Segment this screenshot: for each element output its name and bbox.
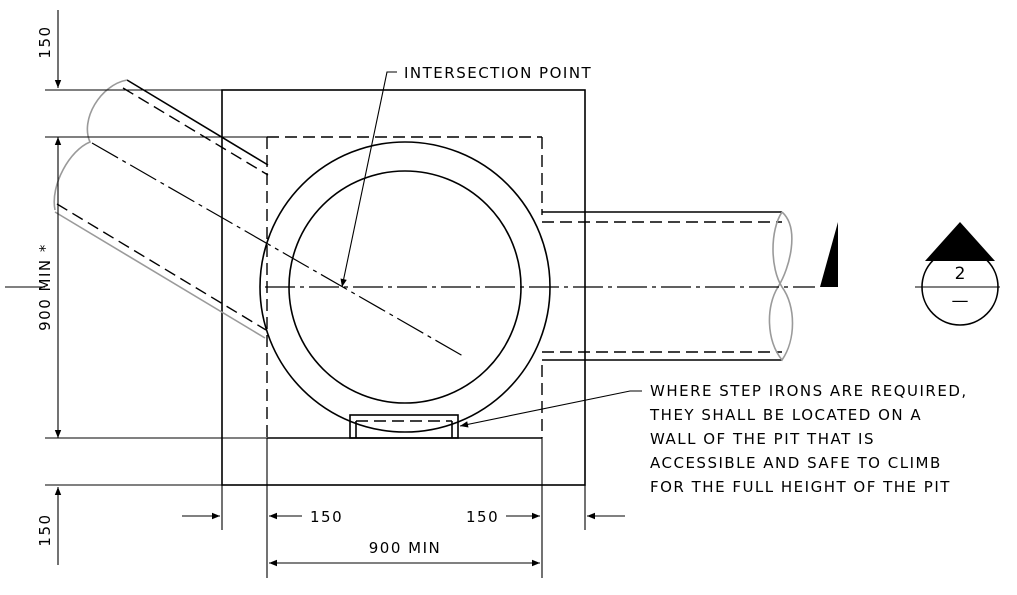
note-line-1: WHERE STEP IRONS ARE REQUIRED, [650, 382, 968, 400]
intersection-point-label: INTERSECTION POINT [404, 64, 592, 82]
left-dimension-lines [45, 10, 267, 565]
note-line-2: THEY SHALL BE LOCATED ON A [649, 406, 922, 424]
step-iron-note: WHERE STEP IRONS ARE REQUIRED, THEY SHAL… [649, 382, 968, 496]
inlet-pipe [53, 79, 464, 357]
section-number: 2 [955, 264, 966, 284]
section-cut-arrow [820, 222, 838, 287]
section-marker-arrowhead [925, 222, 995, 261]
section-sheet: — [952, 291, 969, 311]
dim-bottom-left-wall: 150 [310, 508, 343, 526]
dim-top-wall: 150 [36, 25, 54, 58]
dim-bottom-width: 900 MIN [369, 539, 442, 557]
note-line-3: WALL OF THE PIT THAT IS [650, 430, 875, 448]
note-leader [459, 390, 642, 428]
step-iron [349, 414, 459, 439]
note-line-4: ACCESSIBLE AND SAFE TO CLIMB [650, 454, 942, 472]
dim-left-height: 900 MIN * [36, 243, 54, 331]
bottom-dimension-lines [182, 438, 625, 578]
section-marker: 2 — [915, 222, 1000, 326]
dim-bottom-wall: 150 [36, 513, 54, 546]
intersection-point-marker [340, 71, 397, 288]
note-line-5: FOR THE FULL HEIGHT OF THE PIT [650, 478, 951, 496]
outlet-pipe [542, 211, 794, 362]
dim-bottom-right-wall: 150 [466, 508, 499, 526]
